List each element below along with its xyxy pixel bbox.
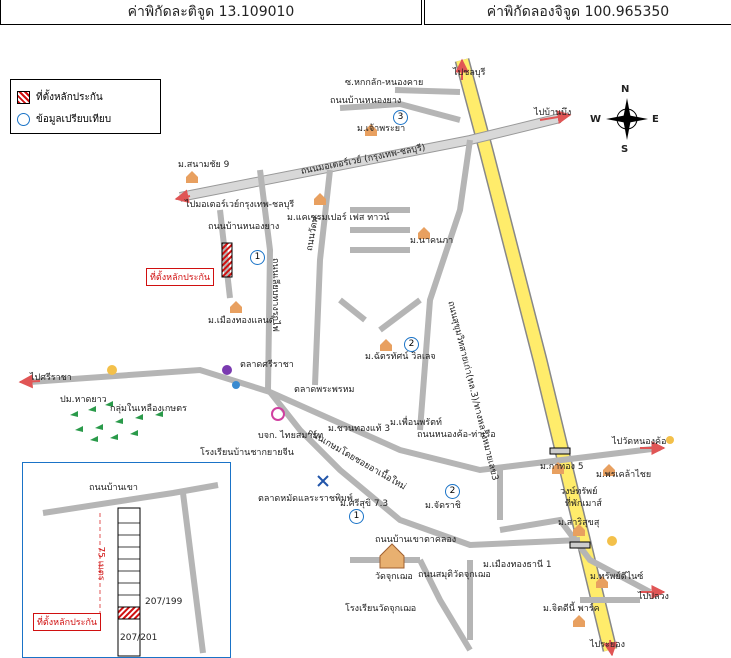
- inset-lot-2: 207/201: [120, 633, 158, 643]
- label-village-asia: ม.พรเคล้าไชย: [596, 470, 652, 480]
- inset-collateral-tag: ที่ตั้งหลักประกัน: [33, 613, 102, 631]
- label-village-chom: ม.จัดราชิ: [425, 501, 461, 511]
- map-canvas[interactable]: [0, 26, 731, 656]
- label-sport: ที่พักเมาส์: [565, 499, 602, 509]
- crossings: [549, 447, 591, 549]
- comparison-marker-2b[interactable]: 2: [445, 484, 460, 499]
- label-village-chat3: ม.ชวนทองแท้ 3: [328, 424, 391, 434]
- poi-markers: [107, 365, 674, 546]
- legend: ที่ตั้งหลักประกัน ข้อมูลเปรียบเทียบ: [10, 79, 161, 134]
- collateral-tag: ที่ตั้งหลักประกัน: [146, 268, 215, 286]
- destination-arrows: [18, 58, 666, 656]
- dest-si-racha: ไปศรีราชา: [30, 373, 72, 383]
- village-icons: [186, 124, 615, 627]
- compass-w: W: [590, 114, 602, 125]
- road-local-top: ซ.หกกลัก-หนองคาย: [345, 78, 424, 88]
- compass-rose: N S W E: [590, 84, 660, 156]
- road-khao-kheow: ถนนสมุติวัดจุกเฌอ: [418, 570, 491, 580]
- label-wat: วัดจุกเฌอ: [375, 572, 413, 582]
- inset-map: ถนนบ้านเขา 75 เมตร 207/199 207/201 ที่ตั…: [22, 462, 231, 658]
- legend-collateral: ที่ตั้งหลักประกัน: [17, 90, 103, 105]
- compass-n: N: [621, 84, 630, 95]
- label-village-sri: ม.ศรีสุขิ 7.3: [340, 499, 389, 509]
- label-village-mueang: ม.เมืองทองแลนด์: [208, 316, 275, 326]
- road-ban-bueng: ถนนหนองค้อ-ท่าเรือ: [417, 430, 496, 440]
- label-village-chaokhun: ม.เพื่อนพรัตท์: [390, 418, 442, 428]
- road-hat-yao: ถนนบ้านหนองยาง: [208, 222, 280, 232]
- label-village-kasem: ม.แคเซรมเปอร์ เฟส ทาวน์: [287, 213, 390, 223]
- compass-e: E: [652, 114, 659, 125]
- legend-comparison: ข้อมูลเปรียบเทียบ: [17, 112, 111, 127]
- longitude-label: ค่าพิกัดลองจิจูด 100.965350: [486, 4, 670, 20]
- dest-wat-nong-kho: ไปวัดหนองค้อ: [612, 437, 667, 447]
- label-school: โรงเรียนวัดจุกเฌอ: [345, 604, 417, 614]
- label-factory: โรงเรียนบ้านชากยายจีน: [200, 448, 294, 458]
- dest-bangkok: ไปมอเตอร์เวย์กรุงเทพ-ชลบุรี: [185, 200, 295, 210]
- comparison-marker-1b[interactable]: 1: [349, 509, 364, 524]
- label-market-phrasa: ตลาดพระพรหม: [294, 385, 355, 395]
- label-market-muang: ตลาดศรีราชา: [240, 360, 294, 370]
- label-village-wiang: ม.เมืองทองธานี 1: [483, 560, 552, 570]
- label-village-bang: ม.ทรัพย์ดีไนซ์: [590, 572, 644, 582]
- label-village-jit: ม.จิตดีนี้ พาร์ค: [543, 604, 600, 614]
- forest-icons: [70, 401, 163, 442]
- comparison-marker-2[interactable]: 2: [404, 337, 419, 352]
- label-village-pradha: ม.เจ้าพระยา: [357, 124, 406, 134]
- inset-dimension: 75 เมตร: [95, 546, 106, 581]
- road-local-top2: ถนนบ้านหนองยาง: [330, 96, 402, 106]
- circle-swatch: [17, 113, 30, 126]
- compass-star-icon: [606, 98, 648, 140]
- label-kasem-hospital: ตลาดหมัดแลระราชพิมพ์: [258, 494, 353, 504]
- label-village-chatchai: ม.ฉัตรทัศน์ วิลเลจ: [365, 352, 436, 362]
- label-police: บจก. ไทยสมาร์ท: [258, 431, 324, 441]
- coordinate-bar: ค่าพิกัดละติจูด 13.109010 ค่าพิกัดลองจิจ…: [0, 0, 731, 26]
- longitude-box: ค่าพิกัดลองจิจูด 100.965350: [424, 0, 731, 25]
- dest-ban-bueng: ไปบ้านบึง: [534, 108, 572, 118]
- compass-s: S: [621, 144, 629, 155]
- latitude-box: ค่าพิกัดละติจูด 13.109010: [0, 0, 422, 25]
- inset-road-label: ถนนบ้านเขา: [89, 483, 138, 493]
- dest-rayong: ไประยอง: [590, 640, 625, 650]
- hatch-swatch: [17, 91, 30, 104]
- collateral-plot[interactable]: [221, 242, 233, 278]
- label-village-naklua: ม.นาคนภา: [410, 236, 454, 246]
- label-forest: กลุ่มในเหลืองเกษตร: [110, 404, 187, 414]
- dest-pluak: ไปปลวง: [638, 592, 669, 602]
- dest-chonburi: ไปชลบุรี: [453, 68, 486, 78]
- inset-drawing: [42, 482, 219, 657]
- inset-lot-1: 207/199: [145, 597, 183, 607]
- label-village-prachaya: ปม.หาดยาว: [60, 395, 107, 405]
- label-village-sukhu: ม.สาริสุขสุ: [558, 518, 600, 528]
- comparison-marker-1[interactable]: 1: [250, 250, 265, 265]
- latitude-label: ค่าพิกัดละติจูด 13.109010: [127, 4, 295, 20]
- label-village-nong: ม.กาทอง 5: [540, 462, 584, 472]
- label-village-srat: ม.สนามชัย 9: [178, 160, 230, 170]
- comparison-marker-3[interactable]: 3: [393, 110, 408, 125]
- label-sports-field: วงษ์ทรัพย์: [560, 487, 598, 497]
- highway-sukhumvit: [454, 58, 618, 652]
- road-ban-nong-kho: ถนนบ้านเขาตาคลอง: [375, 535, 457, 545]
